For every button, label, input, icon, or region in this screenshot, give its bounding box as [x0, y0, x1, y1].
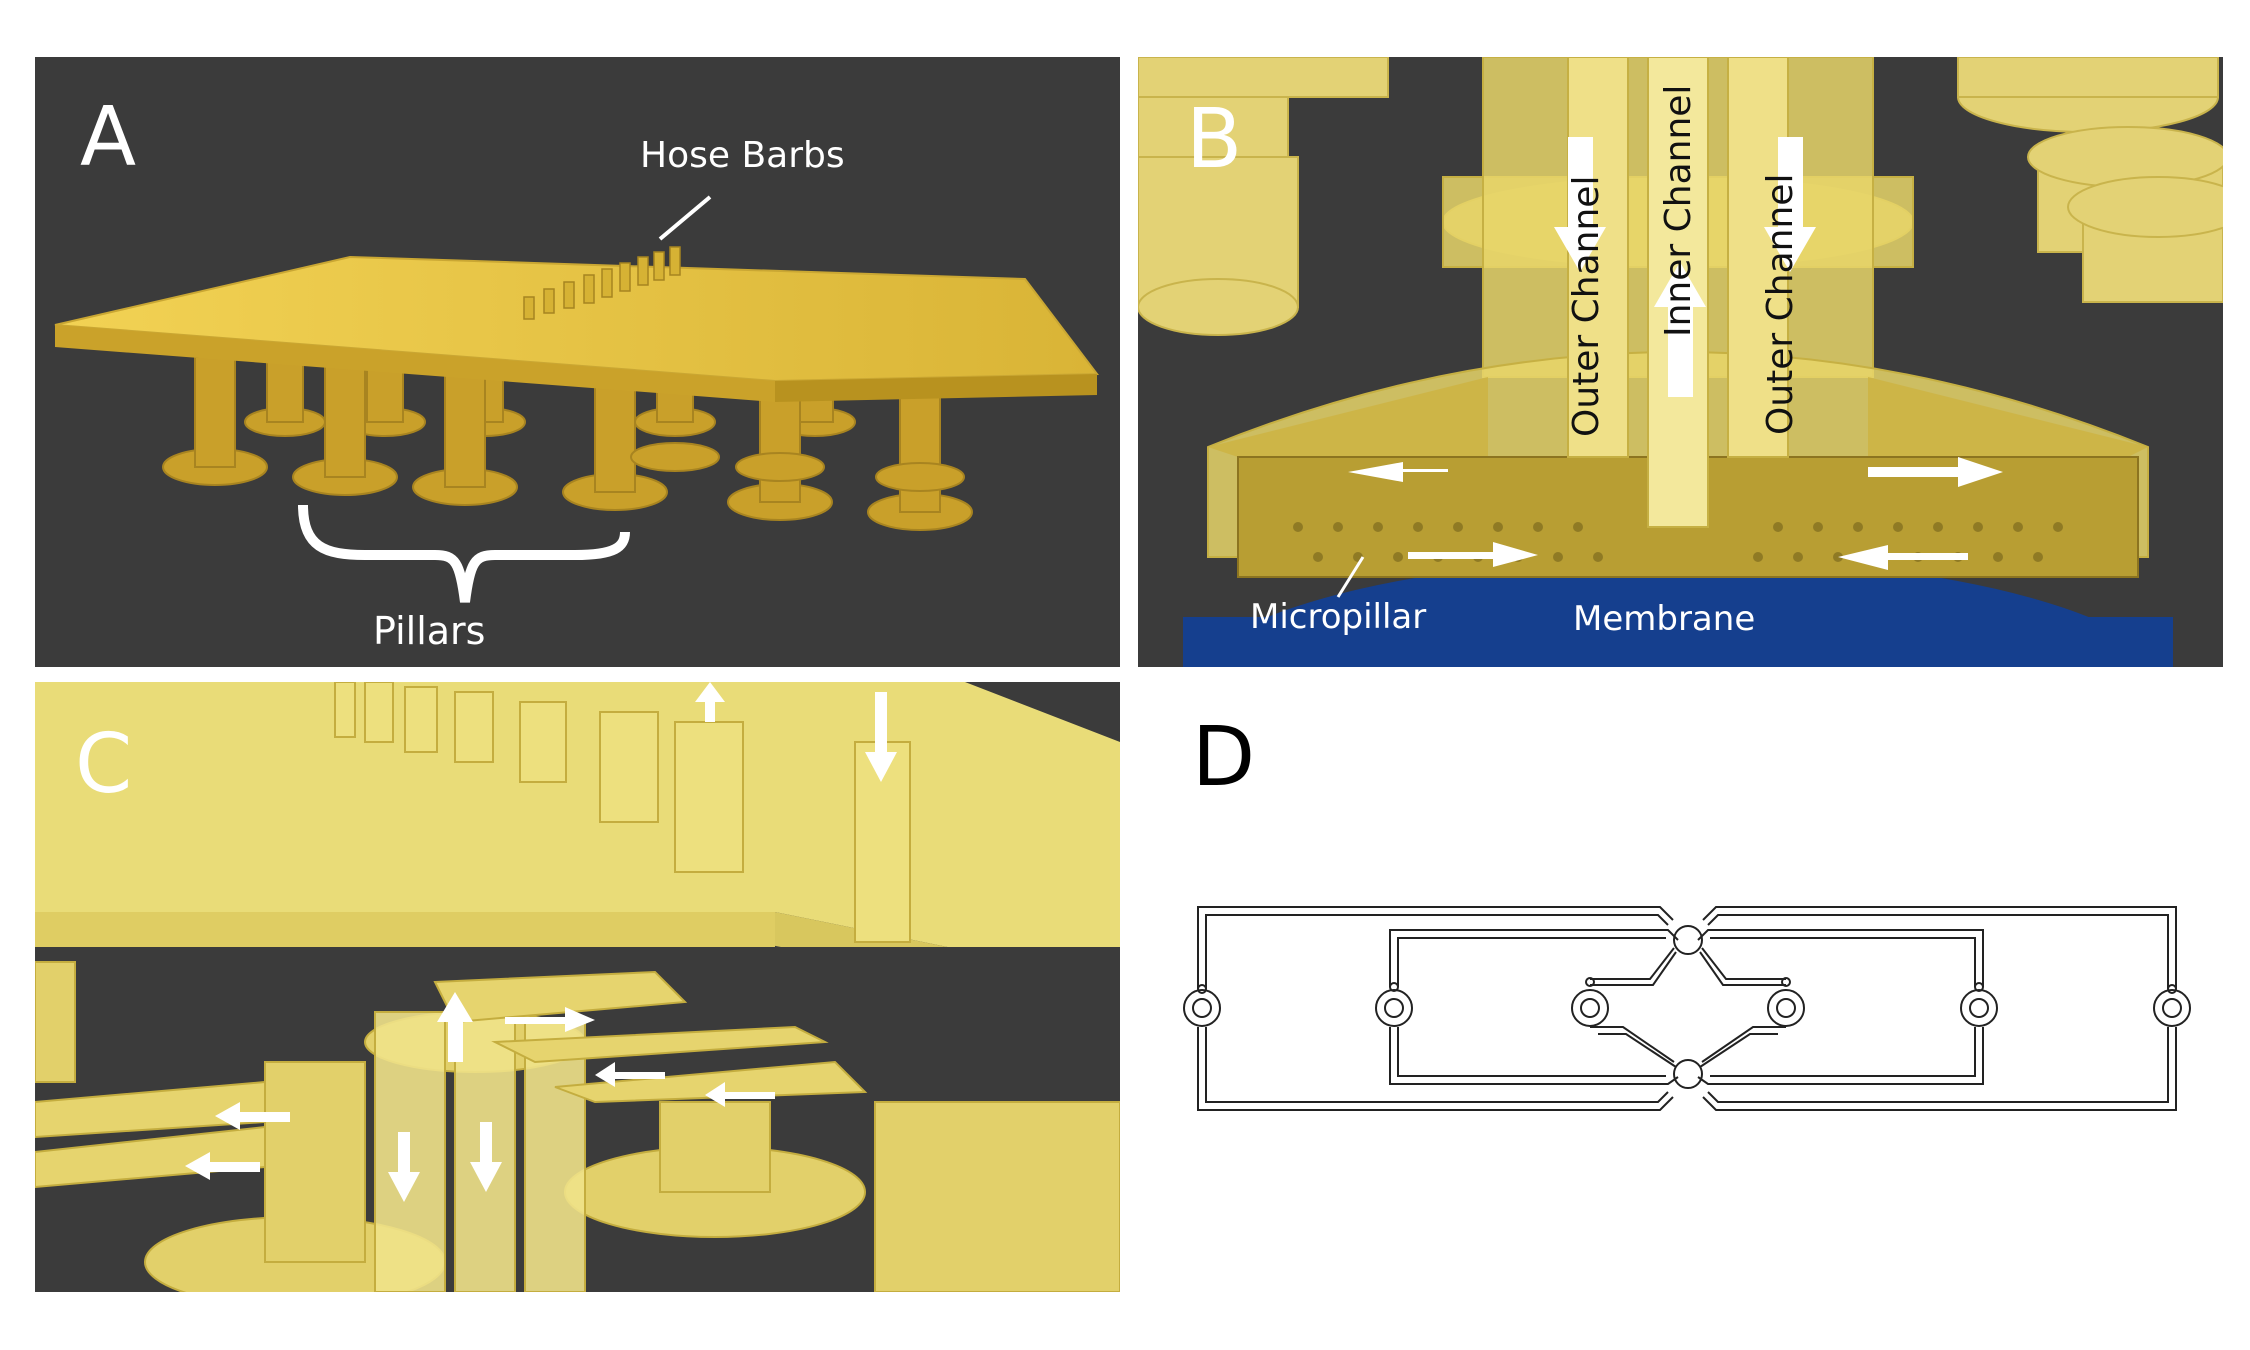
port-2: [1375, 989, 1413, 1027]
arrow-left-2: [705, 1082, 775, 1107]
panel-letter-b: B: [1186, 92, 1243, 187]
hose-barbs: [523, 246, 681, 320]
top-hose-barbs: [334, 682, 911, 943]
inner-loop-top: [1389, 929, 1984, 987]
panel-c: C: [35, 682, 1120, 1292]
horizontal-channels: [35, 970, 868, 1189]
panel-letter-c: C: [75, 717, 133, 812]
panel-letter-a: A: [80, 90, 137, 185]
arrow-left-top: [1348, 462, 1448, 482]
plate-top-surface: [35, 682, 1120, 982]
arrow-left-bottom: [1838, 545, 1968, 570]
port-6: [2153, 989, 2191, 1027]
flow-arrows-c: [185, 682, 897, 1202]
panel-b: B Outer Channel Inner Channel Outer Chan…: [1138, 57, 2223, 667]
hose-barbs-leader: [658, 195, 712, 241]
panel-letter-d: D: [1192, 710, 1256, 805]
arrow-up-channel: [437, 992, 473, 1062]
panel-b-render: [1138, 57, 2223, 667]
pillars-brace: [298, 504, 630, 603]
label-inner-channel: Inner Channel: [1658, 84, 1699, 337]
arrow-left-3: [215, 1102, 290, 1130]
arrow-down-1: [388, 1132, 420, 1202]
chamber-top: [1673, 925, 1703, 955]
label-outer-channel-right: Outer Channel: [1760, 173, 1801, 435]
panel-a: A Hose Barbs Pillars: [35, 57, 1120, 667]
arrow-down-left: [1554, 137, 1606, 272]
background-pillars: [1138, 57, 2223, 336]
arrow-right-bottom: [1408, 542, 1538, 567]
arrow-down-right: [1764, 137, 1816, 272]
label-outer-channel-left: Outer Channel: [1566, 175, 1607, 437]
outer-loop-bottom: [1197, 1027, 2177, 1111]
arrow-right-top: [1868, 457, 2003, 487]
label-pillars: Pillars: [373, 609, 486, 653]
device-plate-top: [54, 255, 1099, 383]
label-membrane: Membrane: [1573, 599, 1756, 639]
port-3: [1571, 989, 1609, 1027]
arrow-up-center: [1654, 262, 1706, 397]
port-1: [1183, 989, 1221, 1027]
chamber-bottom: [1673, 1059, 1703, 1089]
inner-loop-bottom: [1389, 1027, 1984, 1085]
micropillar-leader: [1336, 556, 1365, 598]
channel-schematic: [1183, 906, 2191, 1111]
outer-channel-right: [1727, 57, 1789, 458]
arrow-left-4: [185, 1152, 260, 1180]
arrow-top-up: [695, 682, 725, 722]
outer-loop-top: [1197, 906, 2177, 989]
arrow-down-2: [470, 1122, 502, 1192]
panel-c-render: [35, 682, 1120, 1292]
arrow-top-down: [865, 692, 897, 782]
label-micropillar: Micropillar: [1250, 597, 1427, 637]
flow-arrows: [1348, 137, 2003, 570]
port-5: [1960, 989, 1998, 1027]
port-4: [1767, 989, 1805, 1027]
panel-d: D: [1138, 682, 2223, 1292]
panel-a-render: [54, 195, 1099, 603]
inner-short-bottom: [1590, 1026, 1786, 1063]
arrow-right-1: [505, 1007, 595, 1032]
panel-d-schematic: [1183, 906, 2191, 1111]
device-plate-side: [55, 325, 775, 402]
arrow-left-1: [595, 1062, 665, 1087]
label-hose-barbs: Hose Barbs: [640, 135, 845, 176]
inner-short-top: [1590, 951, 1786, 986]
